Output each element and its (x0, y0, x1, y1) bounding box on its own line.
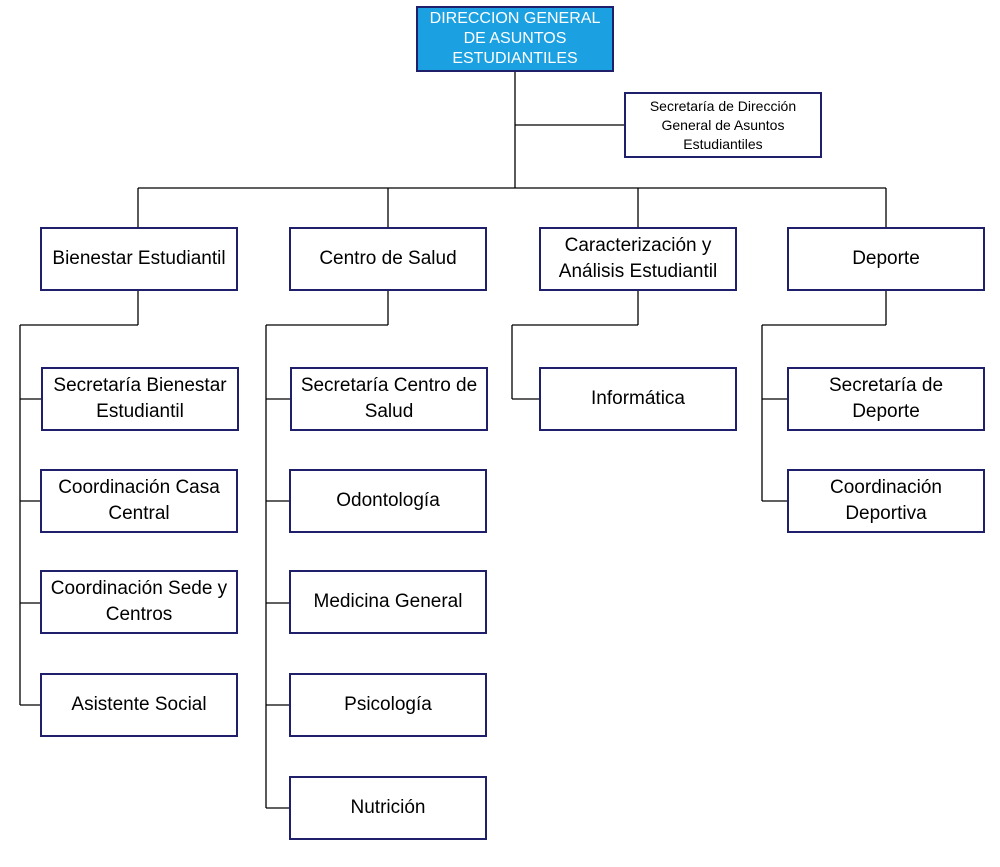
unit-label: Coordinación Casa Central (58, 477, 220, 524)
unit-label: Medicina General (313, 591, 463, 612)
unit-node: Nutrición (289, 776, 487, 840)
dept-bienestar-node: Bienestar Estudiantil (40, 227, 238, 291)
secretaria-general-node: Secretaría de Dirección General de Asunt… (624, 92, 822, 158)
root-node: DIRECCION GENERAL DE ASUNTOS ESTUDIANTIL… (416, 6, 614, 72)
dept-caracterizacion-node: Caracterización y Análisis Estudiantil (539, 227, 737, 291)
dept-label: Bienestar Estudiantil (52, 248, 226, 269)
unit-node: Informática (539, 367, 737, 431)
unit-label: Coordinación Sede y Centros (50, 578, 228, 625)
root-label: DIRECCION GENERAL DE ASUNTOS ESTUDIANTIL… (429, 10, 601, 67)
unit-node: Coordinación Casa Central (40, 469, 238, 533)
unit-node: Secretaría Bienestar Estudiantil (41, 367, 239, 431)
unit-label: Informática (591, 388, 685, 409)
unit-label: Psicología (344, 694, 432, 715)
unit-label: Asistente Social (71, 694, 207, 715)
unit-label: Secretaría Bienestar Estudiantil (53, 375, 227, 422)
secretaria-general-label: Secretaría de Dirección General de Asunt… (649, 97, 797, 152)
dept-label: Caracterización y Análisis Estudiantil (558, 235, 718, 282)
unit-label: Coordinación Deportiva (830, 477, 942, 524)
dept-salud-node: Centro de Salud (289, 227, 487, 291)
unit-label: Secretaría Centro de Salud (300, 375, 478, 422)
unit-node: Secretaría de Deporte (787, 367, 985, 431)
unit-node: Secretaría Centro de Salud (290, 367, 488, 431)
unit-node: Coordinación Deportiva (787, 469, 985, 533)
unit-node: Asistente Social (40, 673, 238, 737)
unit-node: Medicina General (289, 570, 487, 634)
unit-node: Coordinación Sede y Centros (40, 570, 238, 634)
dept-deporte-node: Deporte (787, 227, 985, 291)
unit-label: Secretaría de Deporte (828, 375, 944, 422)
unit-node: Psicología (289, 673, 487, 737)
dept-label: Deporte (852, 248, 920, 269)
unit-node: Odontología (289, 469, 487, 533)
unit-label: Odontología (336, 490, 440, 511)
unit-label: Nutrición (350, 797, 426, 818)
dept-label: Centro de Salud (319, 248, 457, 269)
